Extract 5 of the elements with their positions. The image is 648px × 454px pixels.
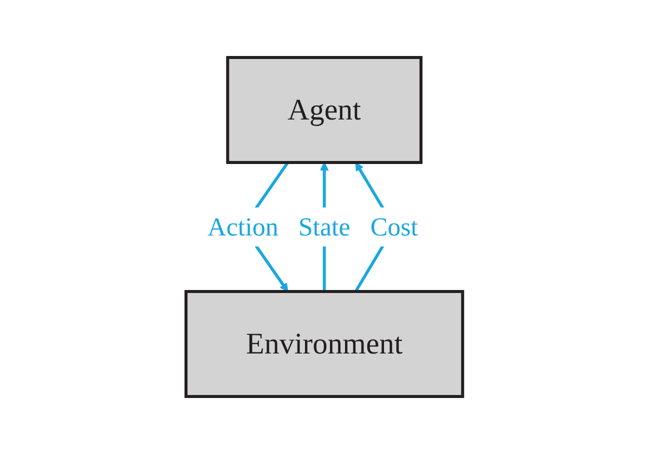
edge-label: State <box>298 212 350 242</box>
node-box: Environment <box>184 290 464 398</box>
edge-label: Cost <box>370 212 418 242</box>
node-box: Agent <box>226 56 422 164</box>
edge-label: Action <box>207 212 278 242</box>
